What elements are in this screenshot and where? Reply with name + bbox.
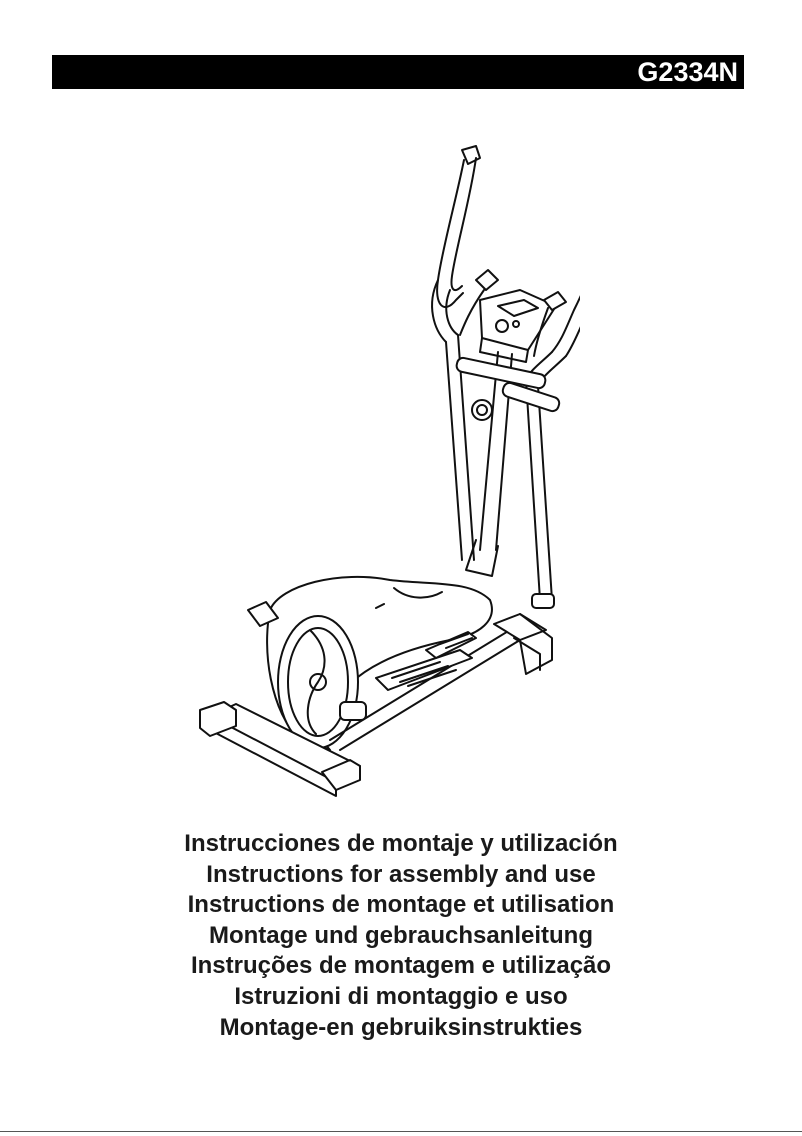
pedals-and-rail (329, 629, 521, 751)
title-portuguese: Instruções de montagem e utilização (190, 952, 612, 980)
model-code: G2334N (637, 57, 738, 87)
title-dutch: Montage-en gebruiksinstrukties (219, 1013, 583, 1041)
manual-titles: Instrucciones de montaje y utilización I… (0, 829, 802, 1043)
console (459, 269, 567, 363)
flywheel-housing (247, 575, 493, 751)
left-handlebar (431, 145, 481, 561)
bottom-rule (0, 1131, 802, 1132)
rear-stabilizer (493, 613, 553, 675)
elliptical-trainer-illustration (199, 145, 580, 797)
title-german: Montage und gebrauchsanleitung (208, 921, 593, 949)
front-stabilizer (199, 701, 361, 797)
right-handlebar (525, 295, 580, 609)
title-italian: Istruzioni di montaggio e uso (234, 982, 568, 1010)
upright-post (455, 351, 561, 577)
title-french: Instructions de montage et utilisation (187, 891, 615, 919)
title-spanish: Instrucciones de montaje y utilización (184, 830, 618, 857)
header-bar: G2334N (52, 55, 744, 89)
title-english: Instructions for assembly and use (206, 860, 596, 888)
